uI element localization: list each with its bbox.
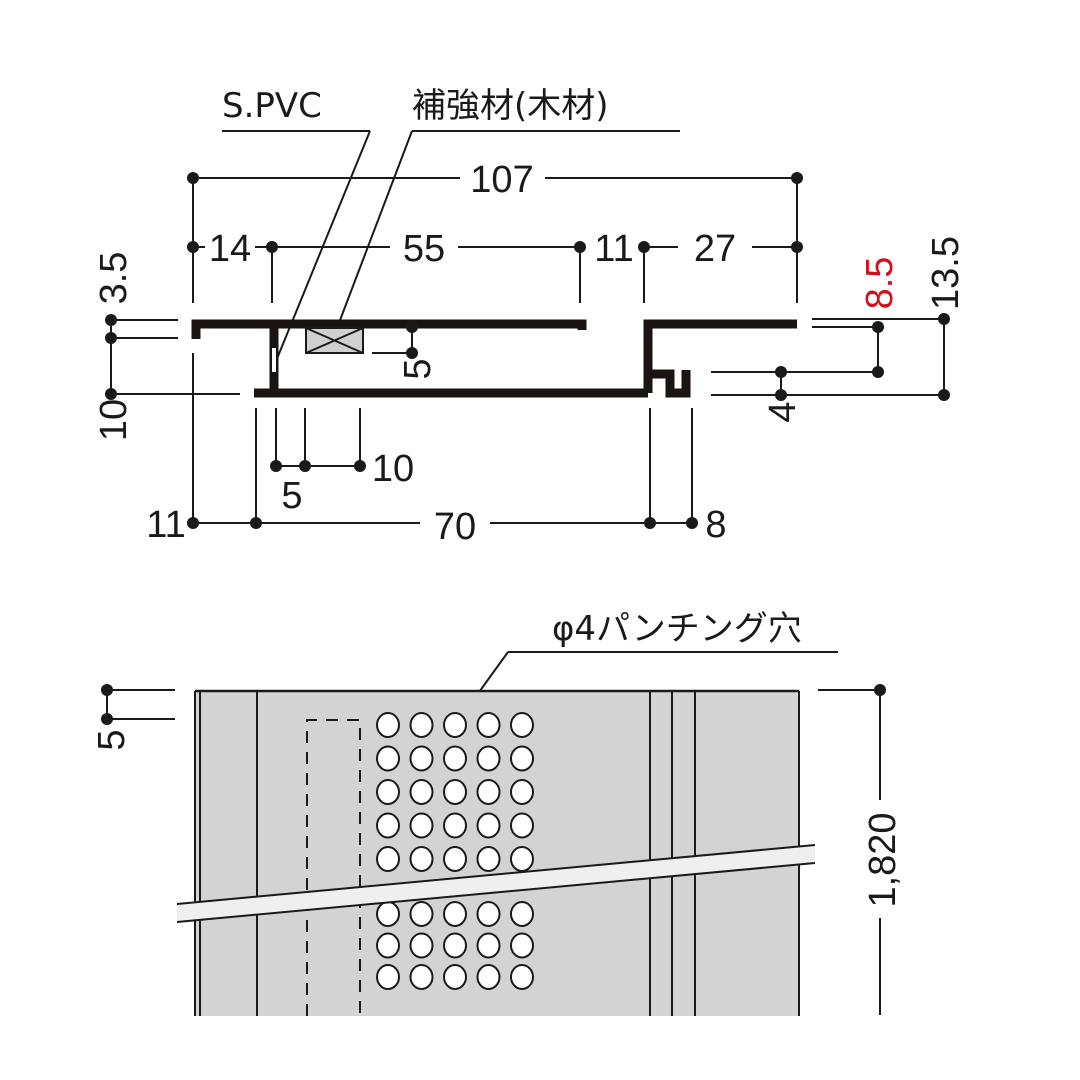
dim-13.5: 13.5	[925, 236, 967, 310]
punching-hole	[510, 779, 534, 805]
dimension-left: 3.5 10	[93, 252, 240, 523]
dim-8.5: 8.5	[859, 257, 901, 310]
material-callout: S.PVC	[222, 86, 371, 367]
punching-hole	[476, 932, 501, 959]
dimension-wood-offset: 5	[372, 321, 439, 380]
punching-hole	[476, 779, 501, 805]
punching-hole	[476, 745, 501, 772]
dim-14: 14	[209, 228, 251, 270]
dimension-length: 1,820	[818, 684, 904, 1015]
punching-hole	[376, 712, 400, 738]
punching-hole	[443, 745, 467, 772]
punching-hole	[443, 779, 467, 805]
punching-hole	[409, 846, 434, 872]
punching-hole	[376, 745, 400, 772]
punching-hole	[409, 779, 434, 805]
punching-hole	[443, 901, 467, 927]
reinforcement-callout: 補強材(木材)	[333, 86, 680, 337]
punching-hole	[443, 964, 467, 990]
punching-hole	[443, 812, 467, 839]
punching-hole	[476, 846, 501, 872]
punching-hole	[376, 779, 400, 805]
punching-hole	[376, 932, 400, 959]
hidden-wood-outline	[306, 719, 361, 1016]
punching-hole	[409, 745, 434, 772]
dim-11-top: 11	[594, 228, 633, 270]
dim-107: 107	[470, 159, 533, 201]
dim-5-rib: 5	[281, 475, 302, 517]
dimension-overall-width: 107	[187, 159, 803, 303]
section-view: S.PVC 補強材(木材) 107	[93, 86, 967, 548]
reinforcement-label: 補強材(木材)	[412, 86, 609, 126]
dim-10-height: 10	[93, 399, 135, 441]
dim-55: 55	[403, 228, 445, 270]
punching-hole	[443, 932, 467, 959]
punching-hole	[409, 964, 434, 990]
punching-hole	[376, 846, 400, 872]
punching-hole	[510, 932, 534, 959]
dim-1820: 1,820	[862, 812, 904, 907]
punching-hole	[409, 901, 434, 927]
dim-27: 27	[694, 228, 736, 270]
punching-hole	[376, 901, 400, 927]
profile-section	[191, 319, 797, 398]
break-line	[176, 844, 816, 923]
punching-hole	[443, 846, 467, 872]
punching-hole	[476, 964, 501, 990]
punching-hole	[510, 712, 534, 738]
wood-reinforcement-block	[305, 327, 364, 354]
dim-4: 4	[762, 401, 804, 422]
dim-5-margin: 5	[91, 729, 133, 750]
material-label: S.PVC	[222, 86, 322, 126]
punching-hole	[510, 745, 534, 772]
punching-hole	[510, 846, 534, 872]
dim-70: 70	[434, 506, 476, 548]
punching-hole	[376, 812, 400, 839]
elevation-view: φ4パンチング穴	[91, 609, 904, 1016]
dim-8: 8	[705, 504, 726, 546]
dim-3.5: 3.5	[93, 252, 135, 305]
punching-hole	[476, 712, 501, 738]
punching-hole	[409, 712, 434, 738]
dim-11-bottom: 11	[146, 504, 185, 546]
punching-hole	[409, 812, 434, 839]
punching-hole	[476, 901, 501, 927]
punching-label: φ4パンチング穴	[552, 609, 802, 649]
punching-hole	[510, 812, 534, 839]
punching-hole	[376, 964, 400, 990]
punching-hole	[409, 932, 434, 959]
dimension-right: 8.5 13.5 4	[711, 236, 967, 423]
punching-hole	[476, 812, 501, 839]
hole-grid	[376, 712, 534, 990]
punching-hole	[443, 712, 467, 738]
dim-10-rib: 10	[372, 448, 414, 490]
punching-hole	[510, 901, 534, 927]
punching-hole	[510, 964, 534, 990]
dimension-top-margin: 5	[91, 684, 175, 751]
dim-5-wood: 5	[397, 358, 439, 379]
punching-callout: φ4パンチング穴	[455, 609, 838, 725]
dimension-bottom: 5 10 11 70 8	[146, 408, 727, 548]
dimension-segments: 14 55 11 27	[187, 228, 803, 303]
